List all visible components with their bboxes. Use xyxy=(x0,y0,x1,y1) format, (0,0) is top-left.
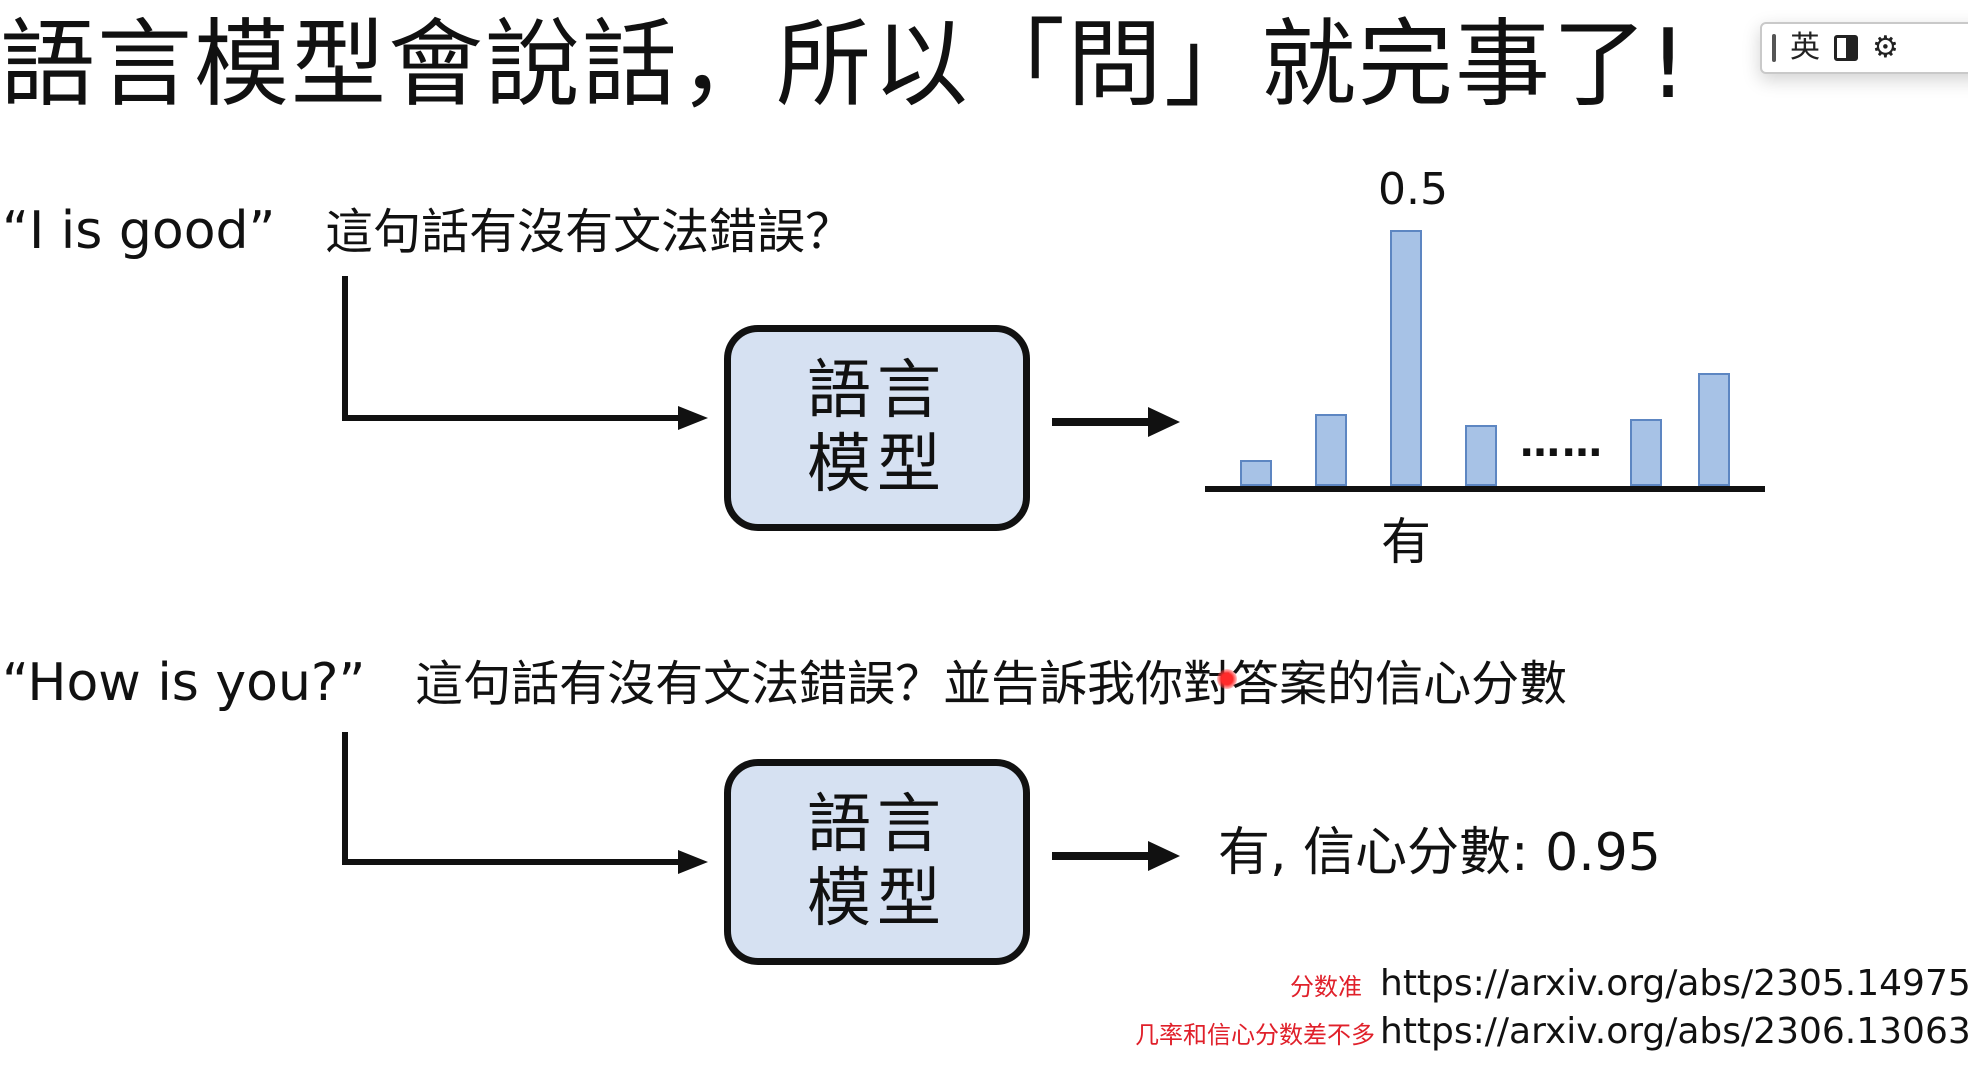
model-box-line2: 模型 xyxy=(807,428,947,502)
slide-title: 語言模型會說話，所以「問」就完事了! xyxy=(0,10,1690,120)
reference-note-2: 几率和信心分数差不多 xyxy=(1135,1021,1375,1049)
prompt-1-question: 這句話有沒有文法錯誤？ xyxy=(325,204,854,260)
language-model-box-2: 語言 模型 xyxy=(724,759,1030,965)
language-model-box-1: 語言 模型 xyxy=(724,325,1030,531)
probability-bar xyxy=(1630,419,1662,486)
input-arrow-2 xyxy=(342,732,690,865)
probability-bar xyxy=(1390,230,1422,486)
prompt-2: “How is you?” 這句話有沒有文法錯誤？並告訴我你對答案的信心分數 xyxy=(2,648,1567,719)
bar-chart-baseline xyxy=(1205,486,1765,492)
laser-pointer-dot xyxy=(1217,669,1237,689)
bar-ellipsis: …… xyxy=(1520,420,1604,466)
reference-link-1[interactable]: https://arxiv.org/abs/2305.14975 xyxy=(1380,963,1968,1004)
model-box-line1: 語言 xyxy=(807,354,947,428)
ime-toolbar[interactable]: 英 ⚙ xyxy=(1760,22,1968,74)
prompt-1-quote: “I is good” xyxy=(2,201,276,261)
model-box-line2: 模型 xyxy=(807,862,947,936)
input-arrow-1 xyxy=(342,276,690,421)
prompt-1: “I is good” 這句話有沒有文法錯誤？ xyxy=(2,196,853,267)
prompt-2-question: 這句話有沒有文法錯誤？並告訴我你對答案的信心分數 xyxy=(415,656,1568,712)
model-box-line1: 語言 xyxy=(807,788,947,862)
toolbar-grip-icon[interactable] xyxy=(1772,34,1776,62)
probability-bar xyxy=(1240,460,1272,486)
half-width-icon[interactable] xyxy=(1834,35,1858,61)
answer-with-confidence: 有, 信心分數: 0.95 xyxy=(1218,823,1661,883)
input-mode-toggle[interactable]: 英 xyxy=(1790,30,1820,65)
settings-icon[interactable]: ⚙ xyxy=(1872,30,1899,65)
bar-token-label: 有 xyxy=(1381,513,1431,571)
probability-bar xyxy=(1315,414,1347,486)
reference-link-2[interactable]: https://arxiv.org/abs/2306.13063 xyxy=(1380,1011,1968,1052)
probability-bar xyxy=(1698,373,1730,486)
reference-note-1: 分数准 xyxy=(1290,973,1362,1001)
peak-value-label: 0.5 xyxy=(1378,164,1448,215)
prompt-2-quote: “How is you?” xyxy=(2,653,366,713)
probability-bar xyxy=(1465,425,1497,486)
